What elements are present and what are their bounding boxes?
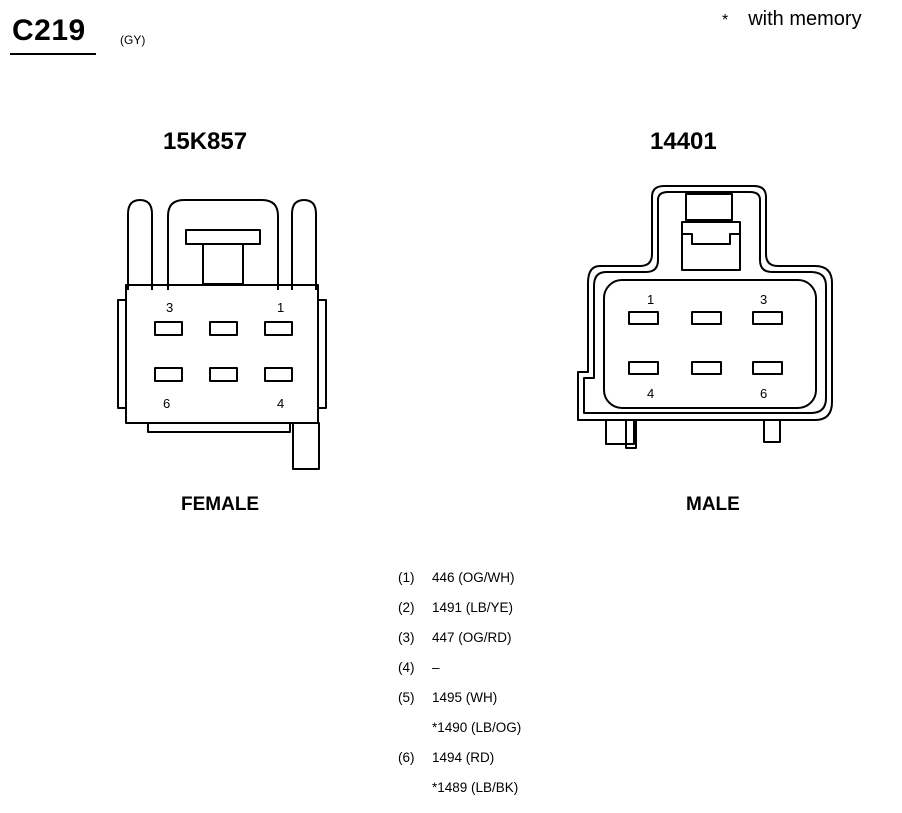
male-pin-label: 4: [647, 386, 654, 401]
pin-number: (4): [398, 660, 415, 675]
pinout-row-alt: *1489 (LB/BK): [398, 773, 521, 803]
pinout-row: (2) 1491 (LB/YE): [398, 593, 521, 623]
pinout-row: (4) –: [398, 653, 521, 683]
male-pins: [628, 311, 783, 375]
male-part-number: 14401: [650, 128, 717, 155]
male-pin-label: 6: [760, 386, 767, 401]
pin-number: (3): [398, 630, 415, 645]
pin-number: (6): [398, 750, 415, 765]
female-pin-label: 1: [277, 300, 284, 315]
connector-id-underline: [10, 53, 96, 55]
memory-note: * with memory: [722, 8, 862, 31]
female-part-number: 15K857: [163, 128, 248, 155]
male-pin-label: 3: [760, 292, 767, 307]
male-connector-shell: [577, 185, 833, 449]
pin-number: (5): [398, 690, 415, 705]
circuit-value: 446 (OG/WH): [432, 570, 515, 585]
pinout-row: (5) 1495 (WH): [398, 683, 521, 713]
pinout-row-alt: *1490 (LB/OG): [398, 713, 521, 743]
circuit-value: –: [432, 660, 440, 675]
female-cavities: [154, 321, 293, 382]
female-pin-label: 6: [163, 396, 170, 411]
pinout-row: (6) 1494 (RD): [398, 743, 521, 773]
circuit-value: 447 (OG/RD): [432, 630, 512, 645]
pin-number: (1): [398, 570, 415, 585]
female-pin-labels: 3 1 6 4: [163, 300, 284, 411]
circuit-value: 1491 (LB/YE): [432, 600, 514, 615]
female-pin-label: 3: [166, 300, 173, 315]
female-label: FEMALE: [181, 494, 260, 515]
female-pin-label: 4: [277, 396, 284, 411]
circuit-value-memory: *1490 (LB/OG): [432, 720, 522, 735]
pin-number: (2): [398, 600, 415, 615]
pinout-row: (3) 447 (OG/RD): [398, 623, 521, 653]
pinout-list: (1) 446 (OG/WH) (2) 1491 (LB/YE) (3) 447 (O…: [398, 563, 521, 803]
circuit-value-memory: *1489 (LB/BK): [432, 780, 519, 795]
connector-id: C219: [12, 14, 86, 47]
memory-note-text: with memory: [748, 8, 862, 30]
male-pin-labels: 1 3 4 6: [647, 292, 767, 401]
circuit-value: 1494 (RD): [432, 750, 495, 765]
memory-note-symbol: *: [722, 12, 729, 29]
female-connector-body: [117, 199, 327, 470]
connector-color: (GY): [120, 33, 146, 47]
pinout-row: (1) 446 (OG/WH): [398, 563, 521, 593]
male-label: MALE: [686, 494, 740, 515]
circuit-value: 1495 (WH): [432, 690, 498, 705]
male-pin-label: 1: [647, 292, 654, 307]
